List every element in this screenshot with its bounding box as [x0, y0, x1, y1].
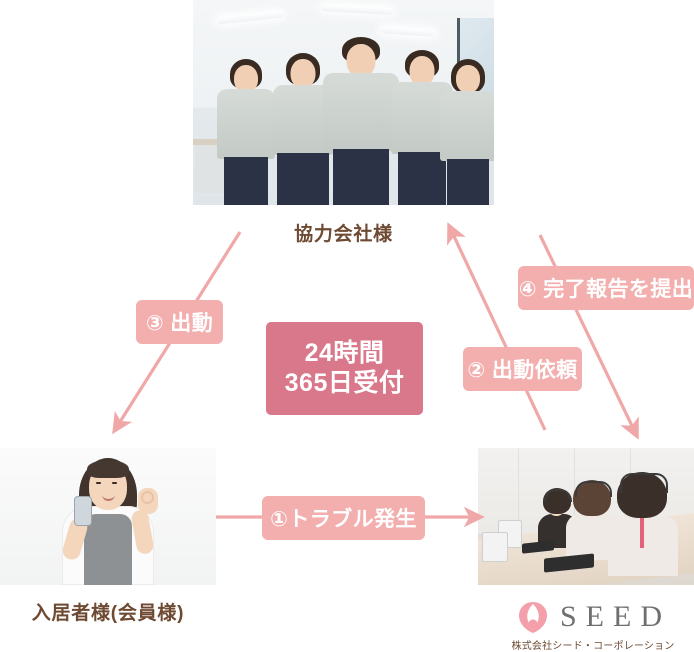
availability-badge: 24時間 365日受付: [266, 322, 423, 415]
seed-wordmark: SEED: [560, 600, 671, 633]
step-label-4[interactable]: ④ 完了報告を提出: [518, 266, 694, 310]
wall-panel-seam: [574, 448, 575, 520]
call-center-photo: [478, 448, 694, 585]
step-label-2[interactable]: ② 出動依頼: [463, 347, 582, 391]
ok-gesture-hand: [138, 488, 158, 514]
step-label-3[interactable]: ③ 出動: [136, 300, 223, 344]
grey-apron: [84, 514, 132, 585]
badge-line-2: 365日受付: [284, 368, 405, 397]
eye: [112, 482, 117, 484]
monitor: [482, 532, 508, 562]
smile: [102, 493, 115, 501]
partner-company-photo: [193, 0, 494, 205]
operator: [608, 470, 678, 576]
arrow-step-4: [538, 234, 639, 440]
wall-panel-seam: [518, 448, 519, 520]
eye: [96, 482, 101, 484]
smartphone: [74, 496, 92, 526]
step-label-1[interactable]: ①トラブル発生: [262, 496, 425, 540]
fringe: [87, 460, 129, 478]
partner-company-caption: 協力会社様: [294, 224, 393, 245]
resident-photo: [0, 448, 216, 585]
staff-person: [321, 37, 401, 205]
seed-company-subtitle: 株式会社シード・コーポレーション: [511, 641, 675, 652]
badge-line-1: 24時間: [304, 339, 385, 367]
arrow-step-2: [447, 222, 547, 431]
staff-person: [439, 59, 494, 205]
seed-sprout-icon: [515, 599, 551, 635]
seed-corporation-logo: SEED 株式会社シード・コーポレーション: [492, 598, 694, 652]
resident-caption: 入居者様(会員様): [31, 603, 185, 624]
staff-person: [215, 59, 277, 205]
